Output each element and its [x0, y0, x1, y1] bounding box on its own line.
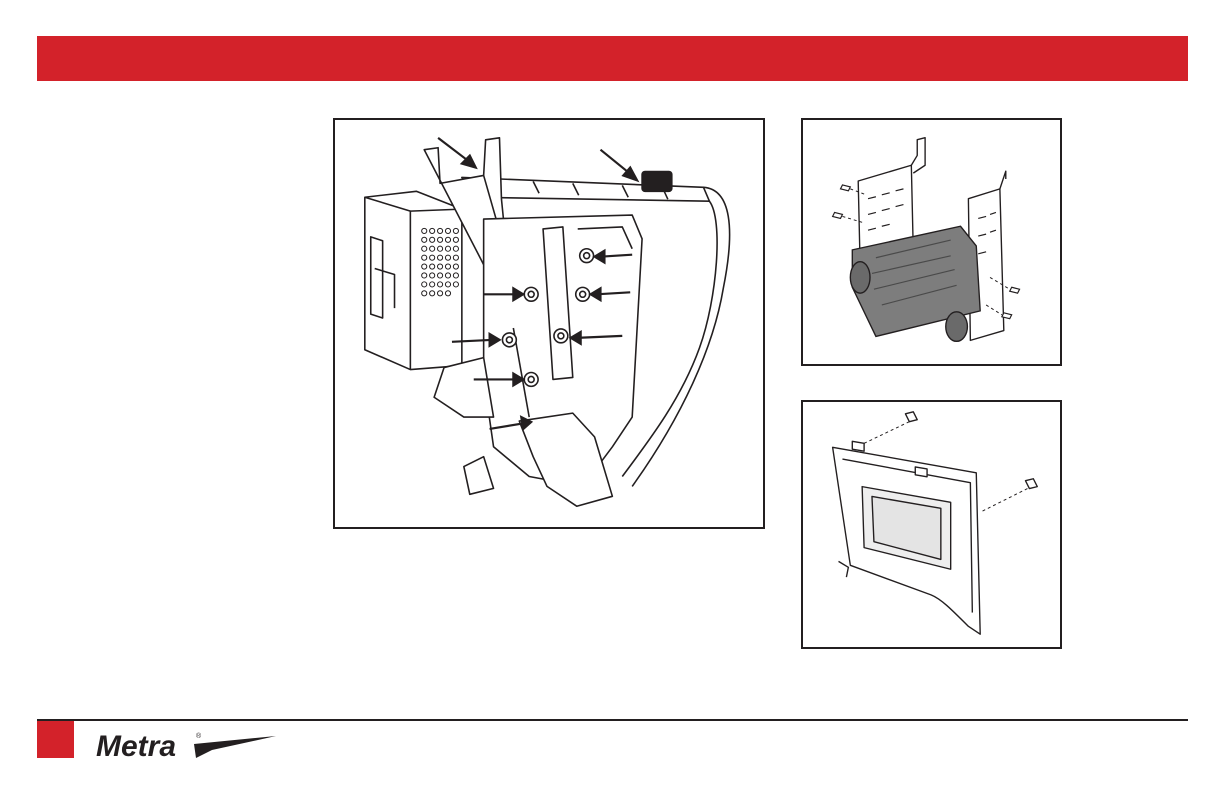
page-marker	[37, 721, 74, 758]
figure-radio-chassis	[333, 118, 765, 529]
figure-bracket-assembly	[801, 118, 1062, 366]
figure-trim-panel	[801, 400, 1062, 649]
footer-rule	[37, 719, 1188, 721]
metra-logo-icon: Metra ®	[92, 728, 276, 764]
svg-text:Metra: Metra	[96, 730, 176, 763]
header-bar	[37, 36, 1188, 81]
svg-text:®: ®	[196, 732, 202, 740]
bracket-assembly-diagram	[803, 120, 1060, 364]
metra-logo: Metra ®	[92, 728, 276, 764]
trim-panel-clip-diagram	[803, 402, 1060, 647]
radio-chassis-diagram	[335, 120, 763, 527]
